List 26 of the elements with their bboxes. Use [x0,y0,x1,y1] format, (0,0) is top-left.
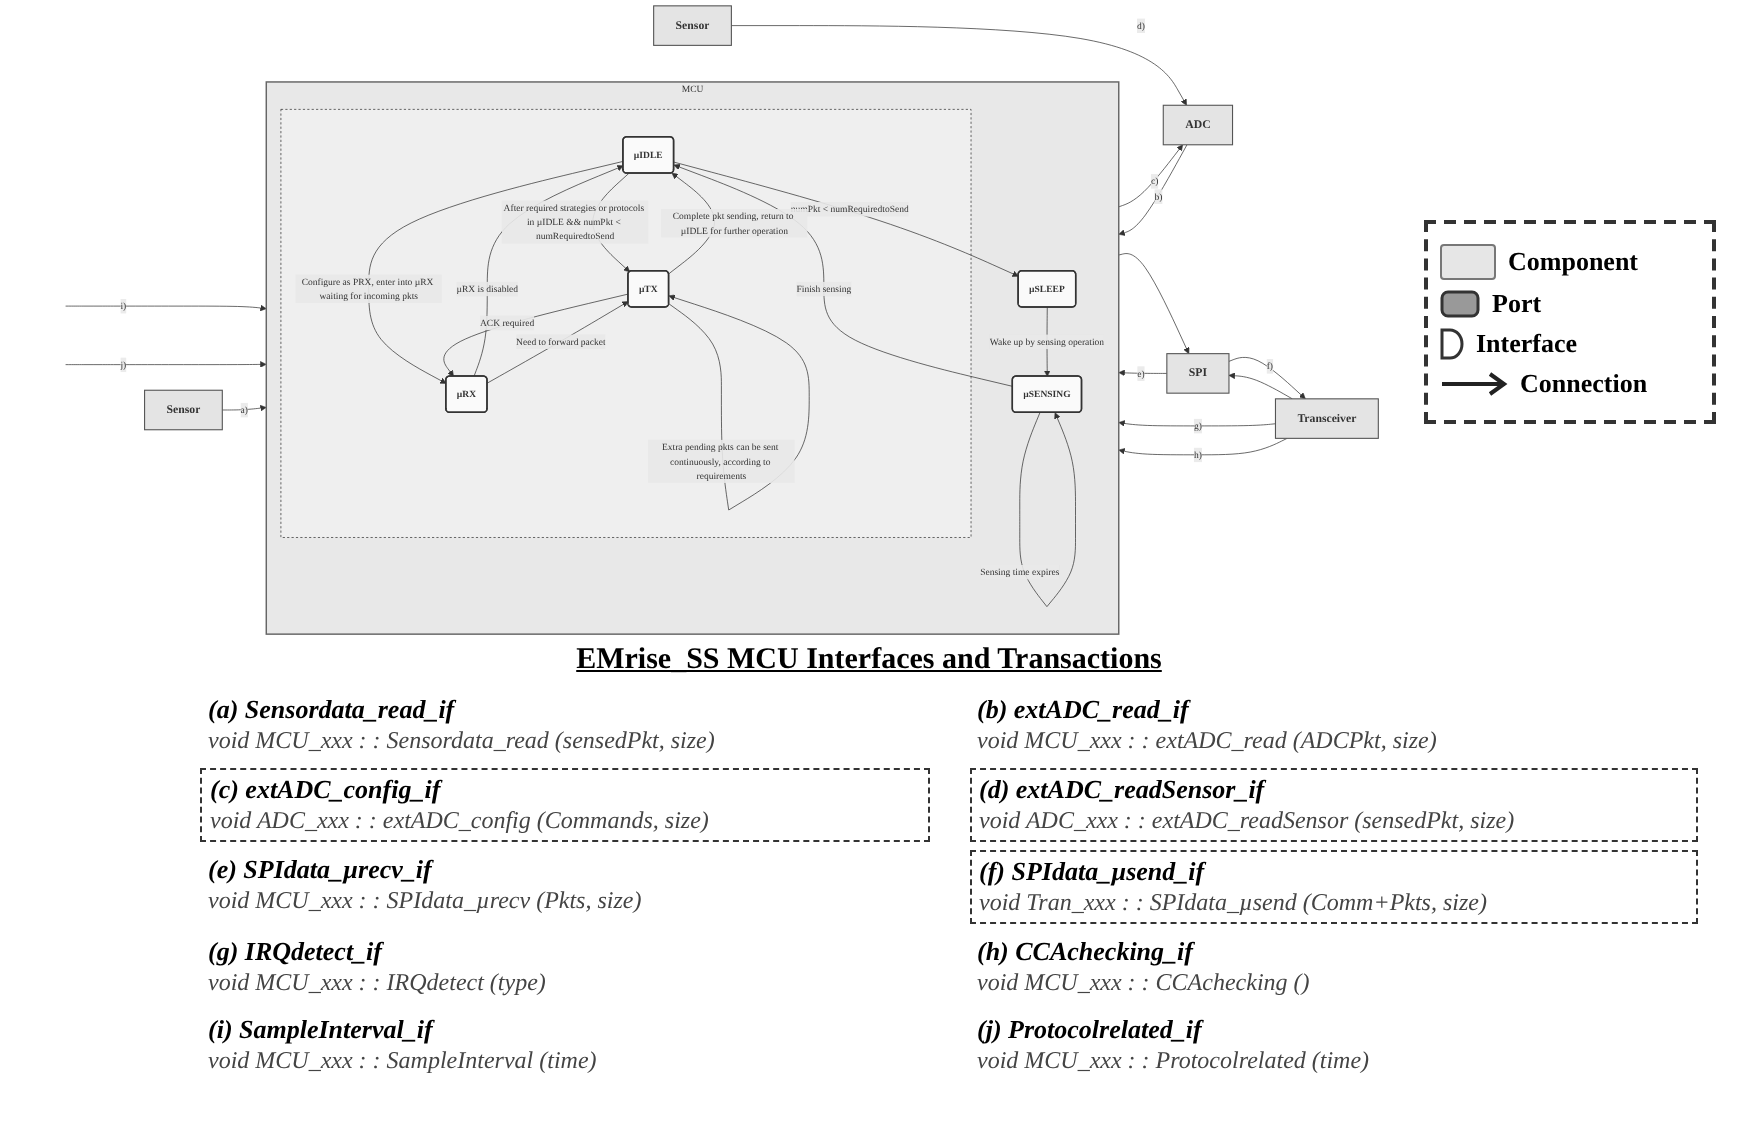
interface-name: (j) Protocolrelated_if [977,1014,1202,1046]
legend-label: Interface [1476,328,1578,360]
interface-name: (i) SampleInterval_if [208,1014,433,1046]
function-signature: void MCU_xxx : : IRQdetect (type) [208,968,546,998]
interface-name: (a) Sensordata_read_if [208,694,455,726]
function-signature: void ADC_xxx : : extADC_config (Commands, size) [210,806,709,836]
legend-label: Port [1492,288,1542,320]
function-signature: void MCU_xxx : : SPIdata_µrecv (Pkts, size) [208,886,642,916]
function-signature: void MCU_xxx : : Sensordata_read (sensedPkt, size) [208,726,715,756]
section-heading: EMrise_SS MCU Interfaces and Transactions [576,644,1162,678]
function-signature: void MCU_xxx : : SampleInterval (time) [208,1046,597,1076]
legend-label: Connection [1520,368,1648,400]
interface-name: (c) extADC_config_if [210,774,441,806]
interface-name: (g) IRQdetect_if [208,936,383,968]
interface-name: (b) extADC_read_if [977,694,1189,726]
interface-name: (h) CCAchecking_if [977,936,1193,968]
function-signature: void Tran_xxx : : SPIdata_µsend (Comm+Pkts, size) [979,888,1487,918]
legend-label: Component [1508,246,1639,278]
interface-name: (f) SPIdata_µsend_if [979,856,1205,888]
function-signature: void MCU_xxx : : extADC_read (ADCPkt, size) [977,726,1437,756]
function-signature: void MCU_xxx : : Protocolrelated (time) [977,1046,1370,1076]
interface-name: (e) SPIdata_µrecv_if [208,854,432,886]
function-signature: void MCU_xxx : : CCAchecking () [977,968,1310,998]
cluster [280,109,972,538]
function-signature: void ADC_xxx : : extADC_readSensor (sensedPkt, size) [979,806,1515,836]
interface-name: (d) extADC_readSensor_if [979,774,1265,806]
